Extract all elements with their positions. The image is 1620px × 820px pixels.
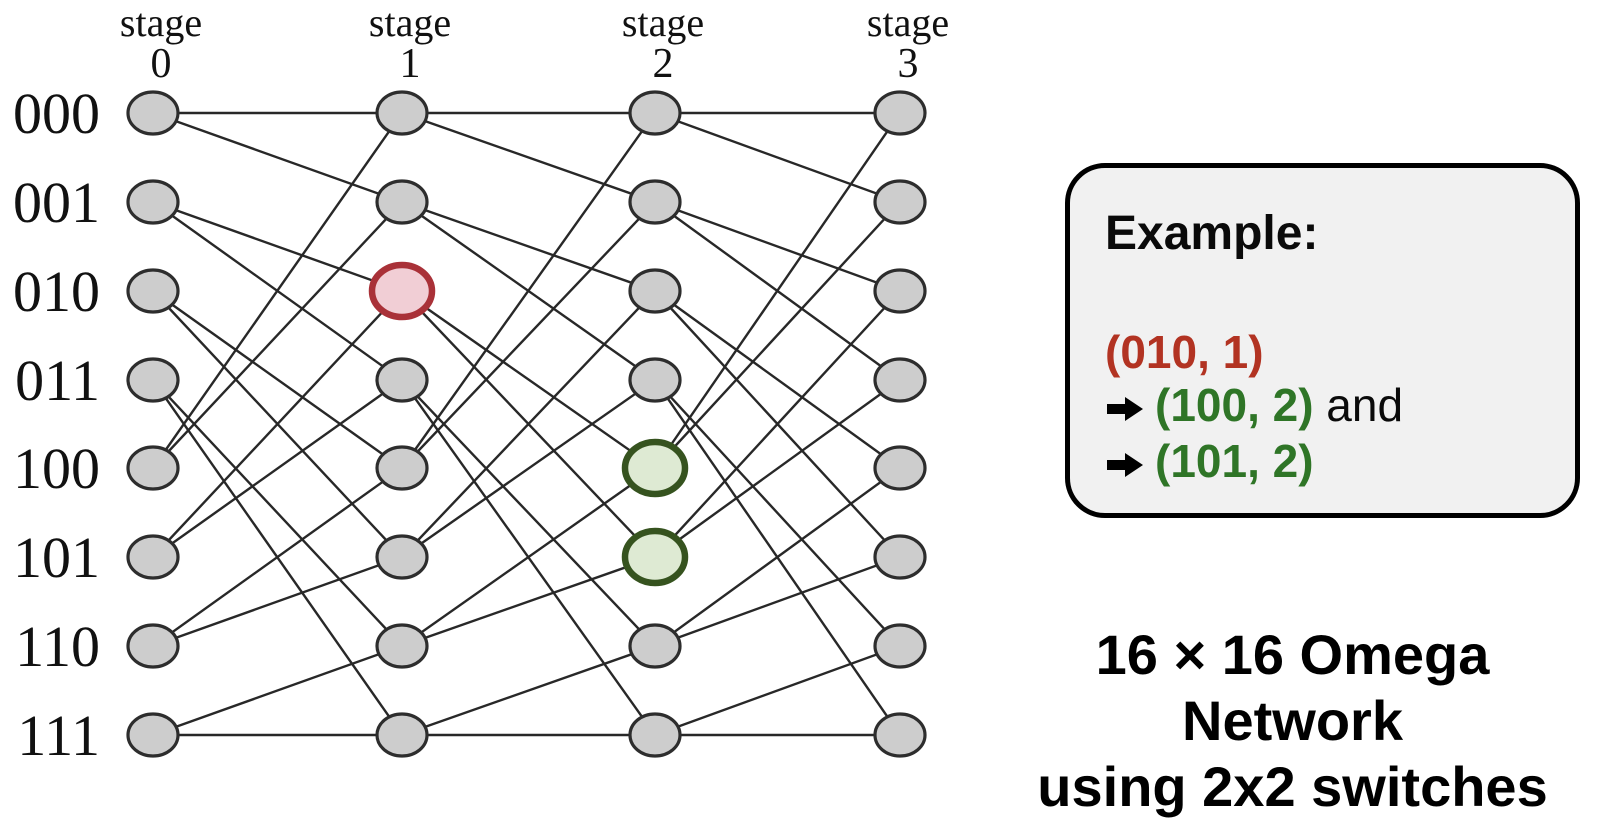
network-link bbox=[152, 112, 403, 469]
switch-node bbox=[873, 268, 927, 314]
network-link bbox=[654, 379, 901, 647]
example-dest-2: (101, 2) bbox=[1155, 435, 1314, 487]
switch-node bbox=[126, 90, 180, 136]
network-link bbox=[152, 379, 403, 647]
row-label-010: 010 bbox=[13, 259, 100, 324]
omega-network-diagram: 000001010011100101110111stage0stage1stag… bbox=[13, 0, 949, 768]
row-label-100: 100 bbox=[13, 436, 100, 501]
switch-node bbox=[628, 179, 682, 225]
caption-line-2: using 2x2 switches bbox=[1037, 755, 1548, 818]
example-dest-line-1: (100, 2) and bbox=[1105, 379, 1555, 435]
network-link bbox=[401, 379, 656, 558]
highlighted-switch-node-010 bbox=[368, 261, 436, 321]
switch-node bbox=[628, 90, 682, 136]
switch-node bbox=[873, 90, 927, 136]
network-link bbox=[654, 379, 901, 558]
row-label-110: 110 bbox=[15, 614, 100, 679]
switch-node bbox=[628, 268, 682, 314]
example-dest-line-2: (101, 2) bbox=[1105, 435, 1555, 491]
network-link bbox=[401, 555, 656, 648]
network-link bbox=[654, 555, 901, 648]
example-box: Example: (010, 1) (100, 2) and (101, 2) bbox=[1065, 163, 1580, 518]
switch-node bbox=[628, 712, 682, 758]
switch-node bbox=[628, 357, 682, 403]
switch-node bbox=[375, 534, 429, 580]
network-link bbox=[401, 111, 656, 204]
switch-node bbox=[126, 534, 180, 580]
network-link bbox=[654, 111, 901, 204]
stage-header-number-0: 0 bbox=[151, 41, 172, 87]
switch-node bbox=[375, 90, 429, 136]
stage-header-word-0: stage bbox=[120, 0, 202, 45]
network-link bbox=[401, 200, 656, 293]
network-link bbox=[152, 201, 403, 469]
network-link bbox=[152, 467, 403, 647]
network-link bbox=[152, 290, 403, 558]
network-link bbox=[654, 644, 901, 737]
row-label-011: 011 bbox=[15, 348, 100, 413]
row-label-101: 101 bbox=[13, 525, 100, 590]
example-source-switch: (010, 1) bbox=[1105, 326, 1264, 378]
stage-header-number-1: 1 bbox=[400, 41, 421, 87]
switch-node bbox=[375, 623, 429, 669]
network-link bbox=[401, 290, 656, 469]
example-spacer bbox=[1105, 262, 1555, 326]
network-link bbox=[654, 290, 901, 558]
switch-node bbox=[873, 357, 927, 403]
switch-node bbox=[126, 445, 180, 491]
network-link bbox=[401, 112, 656, 469]
stage-header-word-3: stage bbox=[867, 0, 949, 45]
highlighted-switch-node-100 bbox=[621, 438, 689, 498]
example-and-text: and bbox=[1313, 379, 1404, 431]
stage-header-word-2: stage bbox=[622, 0, 704, 45]
network-link bbox=[401, 644, 656, 737]
network-link bbox=[401, 201, 656, 469]
row-label-001: 001 bbox=[13, 170, 100, 235]
network-link bbox=[654, 112, 901, 469]
network-link bbox=[152, 200, 403, 293]
network-link bbox=[152, 379, 403, 558]
switch-node bbox=[126, 179, 180, 225]
right-arrow-icon bbox=[1105, 382, 1145, 435]
switch-node bbox=[375, 712, 429, 758]
switch-node bbox=[126, 357, 180, 403]
switch-node bbox=[126, 623, 180, 669]
caption: 16 × 16 Omega Network using 2x2 switches bbox=[985, 622, 1600, 820]
switch-node bbox=[126, 268, 180, 314]
network-link bbox=[152, 290, 403, 469]
switch-node bbox=[375, 445, 429, 491]
network-link bbox=[401, 290, 656, 558]
stage-header-word-1: stage bbox=[369, 0, 451, 45]
row-label-111: 111 bbox=[17, 703, 100, 768]
right-arrow-icon bbox=[1105, 438, 1145, 491]
switch-node bbox=[873, 534, 927, 580]
switch-node bbox=[873, 179, 927, 225]
row-label-000: 000 bbox=[13, 81, 100, 146]
network-link bbox=[654, 201, 901, 469]
stage-header-number-2: 2 bbox=[653, 41, 674, 87]
network-link bbox=[152, 111, 403, 204]
switch-node bbox=[375, 179, 429, 225]
network-link bbox=[152, 644, 403, 737]
highlighted-switch-node-101 bbox=[621, 527, 689, 587]
stage-header-number-3: 3 bbox=[898, 41, 919, 87]
caption-line-1: 16 × 16 Omega Network bbox=[1095, 623, 1490, 752]
network-link bbox=[654, 290, 901, 469]
network-link bbox=[401, 379, 656, 647]
switch-node bbox=[873, 445, 927, 491]
example-dest-1: (100, 2) bbox=[1155, 379, 1314, 431]
network-link bbox=[401, 467, 656, 647]
network-link bbox=[654, 467, 901, 647]
switch-node bbox=[873, 623, 927, 669]
switch-node bbox=[375, 357, 429, 403]
example-title: Example: bbox=[1105, 207, 1319, 260]
network-link bbox=[152, 555, 403, 648]
switch-node bbox=[628, 623, 682, 669]
switch-node bbox=[873, 712, 927, 758]
network-link bbox=[654, 200, 901, 293]
switch-node bbox=[126, 712, 180, 758]
